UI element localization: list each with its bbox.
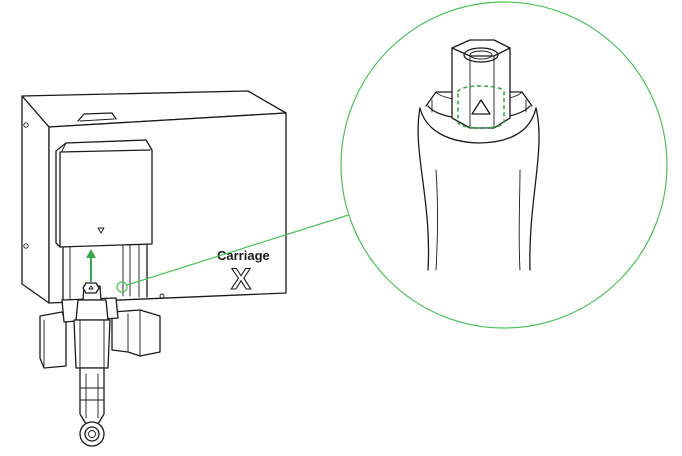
brand-mark: X xyxy=(231,263,251,296)
carriage-x-logo: Carriage X xyxy=(217,248,270,297)
hex-nut-detail xyxy=(451,39,511,129)
callout-connector xyxy=(116,211,359,293)
front-cover-panel xyxy=(55,139,153,248)
triangle-down-icon xyxy=(97,227,105,234)
screw-icon xyxy=(159,293,165,299)
highlight-outline xyxy=(457,85,505,129)
screw-icon xyxy=(23,122,29,128)
arrow-up-icon xyxy=(86,249,96,282)
brand-label: Carriage xyxy=(217,248,270,263)
triangle-up-icon xyxy=(88,285,94,290)
hex-nut xyxy=(82,282,100,294)
tool-body xyxy=(73,282,111,447)
screw-icon xyxy=(23,243,29,249)
triangle-up-icon xyxy=(471,99,491,115)
zoom-detail xyxy=(340,1,668,329)
